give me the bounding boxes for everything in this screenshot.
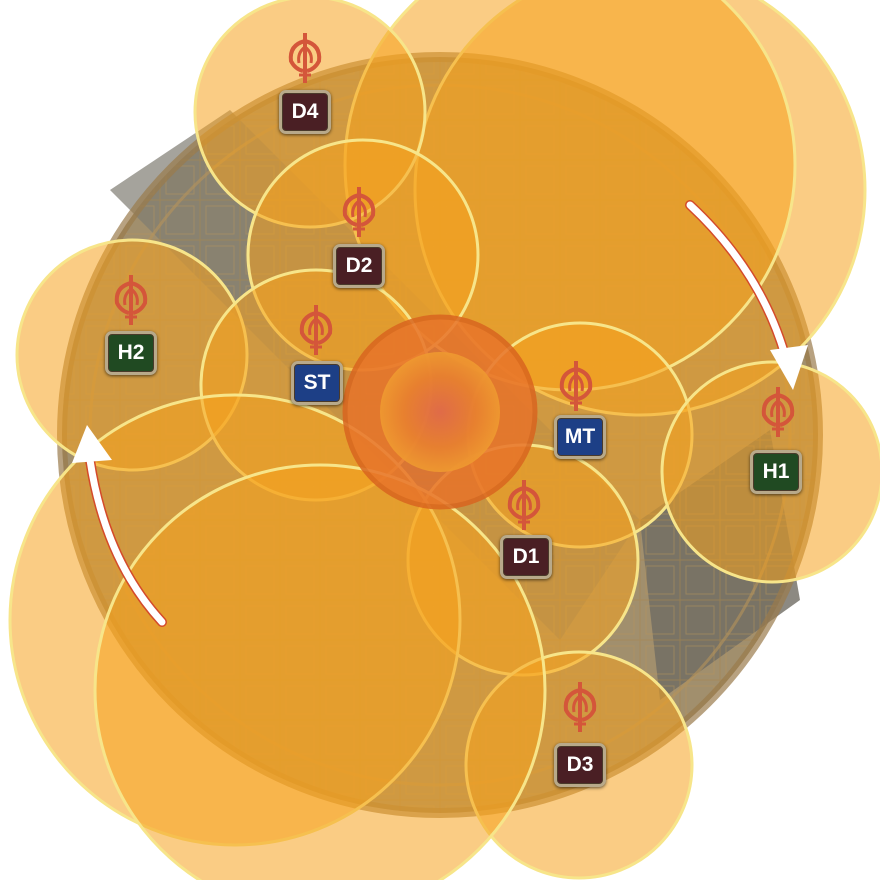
tether-fork-icon [114,275,148,325]
marker-d4[interactable]: D4 [279,90,331,134]
clockwise-arrow-southwest-icon [72,425,167,627]
tether-fork-icon [507,480,541,530]
marker-mt[interactable]: MT [554,415,606,459]
tether-fork-icon [288,33,322,83]
tether-fork-icon [559,361,593,411]
tether-fork-icon [761,387,795,437]
arena-center [342,314,538,510]
marker-d1[interactable]: D1 [500,535,552,579]
marker-h1[interactable]: H1 [750,450,802,494]
marker-d2[interactable]: D2 [333,244,385,288]
clockwise-arrow-northeast-icon [685,200,808,390]
tether-fork-icon [299,305,333,355]
aoe-circles [8,0,880,880]
marker-h2[interactable]: H2 [105,331,157,375]
tether-fork-icon [342,187,376,237]
aoe-circle [93,463,547,880]
marker-d3[interactable]: D3 [554,743,606,787]
marker-st[interactable]: ST [291,361,343,405]
tether-fork-icon [563,682,597,732]
